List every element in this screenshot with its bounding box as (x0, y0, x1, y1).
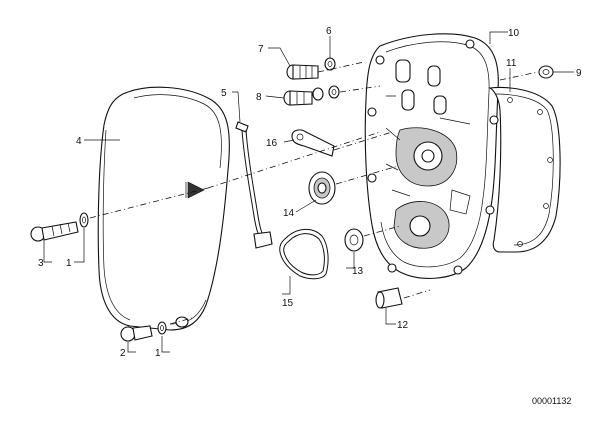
assembly-lines (89, 61, 539, 325)
long-screw (30, 221, 79, 242)
leader-lines (43, 31, 574, 353)
callout-10: 10 (508, 28, 520, 39)
callout-15: 15 (282, 298, 294, 309)
callout-1-top: 1 (66, 258, 72, 269)
outer-cover (97, 86, 230, 331)
callout-12: 12 (397, 320, 409, 331)
clip (291, 129, 335, 157)
housing (364, 33, 499, 279)
o-ring (279, 229, 329, 280)
cable (235, 121, 273, 249)
callout-11: 11 (506, 58, 517, 69)
sleeve (375, 287, 403, 309)
bolt-7 (286, 64, 319, 80)
callout-8: 8 (256, 92, 262, 103)
cover-lug-bottom (175, 316, 189, 328)
bushing (344, 228, 364, 252)
callout-1-bottom: 1 (155, 348, 161, 359)
bolt-8 (283, 85, 340, 106)
callout-16: 16 (266, 138, 278, 149)
gasket (488, 87, 561, 253)
nut (538, 65, 554, 79)
callout-9: 9 (576, 68, 582, 79)
callout-14: 14 (283, 208, 295, 219)
callout-4: 4 (76, 136, 82, 147)
callout-2: 2 (120, 348, 126, 359)
callout-13: 13 (352, 266, 364, 277)
washer-6 (324, 57, 336, 71)
callout-5: 5 (221, 88, 227, 99)
short-screw (120, 325, 153, 342)
washer-1-top (79, 212, 89, 228)
washer-1-bottom (157, 321, 167, 335)
callout-7: 7 (258, 44, 264, 55)
shaft-seal (308, 171, 336, 205)
document-number: 00001132 (532, 396, 571, 406)
callouts: 1 3 4 5 2 1 6 7 8 9 10 11 12 13 14 15 16 (38, 26, 582, 359)
callout-3: 3 (38, 258, 44, 269)
callout-6: 6 (326, 26, 332, 37)
